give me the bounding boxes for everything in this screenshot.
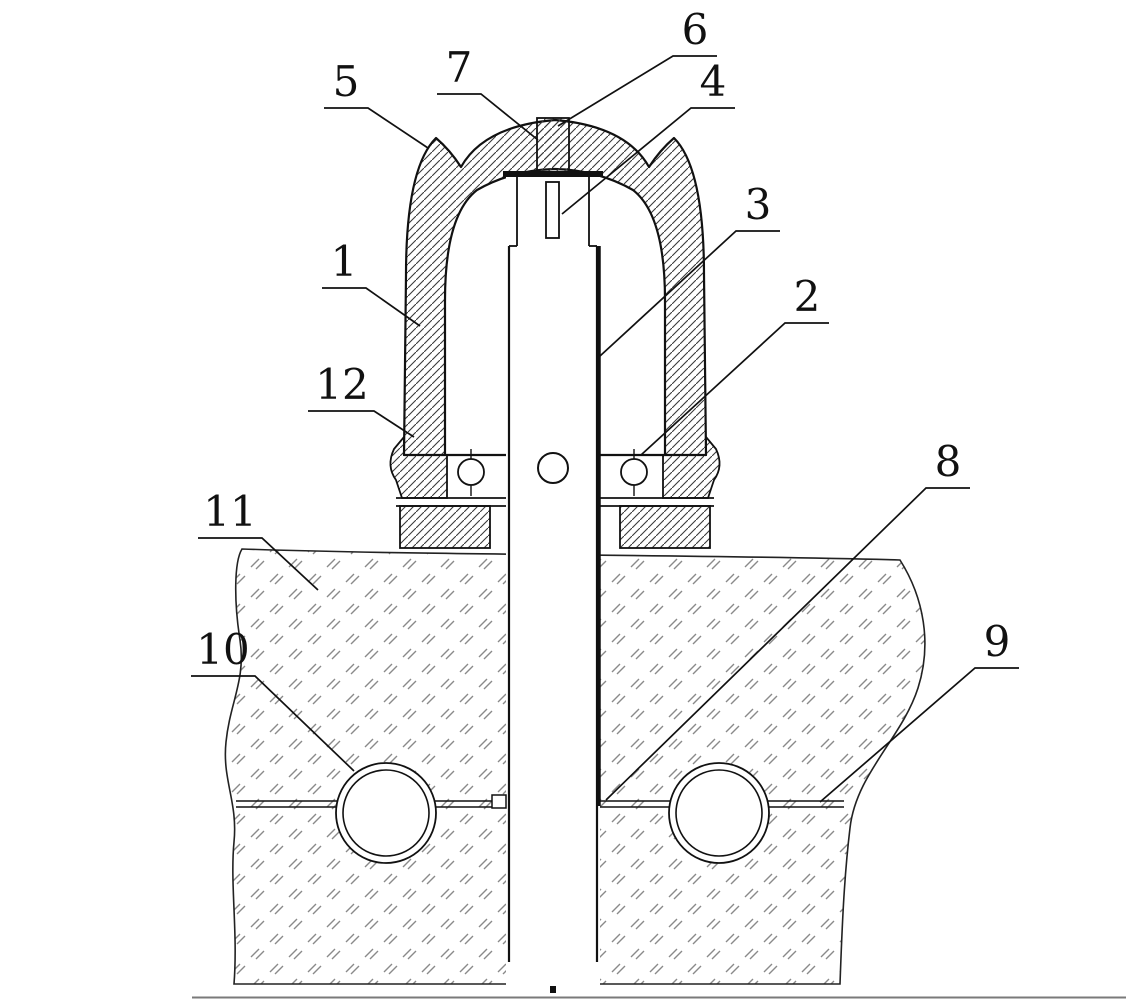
bottom-tick [550,986,556,993]
part-number: 2 [794,272,821,321]
neck-right [662,434,721,499]
part-number: 8 [935,437,962,486]
leader-line [198,537,319,591]
part-number: 10 [196,625,249,674]
part-label-11: 11 [198,487,319,591]
tube-slot [545,181,560,239]
left-pipe-inner-ring [342,769,430,857]
part-number: 5 [333,57,360,106]
part-number: 1 [331,237,358,286]
leader-line [322,287,421,327]
part-label-5: 5 [324,57,429,149]
leader-line [599,230,780,357]
base-block-left [399,505,491,549]
leader-line [437,93,539,141]
center-tube [491,117,603,995]
part-label-9: 9 [819,617,1019,803]
leader-line [640,322,829,456]
neck-left [389,434,448,499]
leader-line [324,107,429,149]
part-number: 11 [203,487,256,536]
part-label-12: 12 [308,360,415,438]
leader-line [561,107,735,215]
part-label-4: 4 [561,57,735,215]
tube-body [506,172,600,995]
part-number: 4 [700,57,727,106]
top-plug [536,117,570,177]
leader-line [308,410,415,438]
leader-line [605,487,970,801]
base-block-right [619,505,711,549]
part-label-7: 7 [437,43,539,141]
ground-notch-left [491,794,507,809]
leader-line [191,675,355,772]
part-label-6: 6 [557,5,717,127]
part-number: 6 [682,5,709,54]
part-number: 9 [984,617,1011,666]
leader-line [557,55,717,127]
right-pipe-inner-ring [675,769,763,857]
leader-line [819,667,1019,803]
part-label-10: 10 [191,625,355,772]
part-number: 3 [745,180,772,229]
part-label-8: 8 [605,437,970,801]
bolt-left-circle [457,458,485,486]
part-number: 12 [315,360,368,409]
part-label-2: 2 [640,272,829,456]
center-ball [537,452,569,484]
bolt-right-circle [620,458,648,486]
part-number: 7 [446,43,473,92]
part-label-1: 1 [322,237,421,327]
part-label-3: 3 [599,180,780,357]
